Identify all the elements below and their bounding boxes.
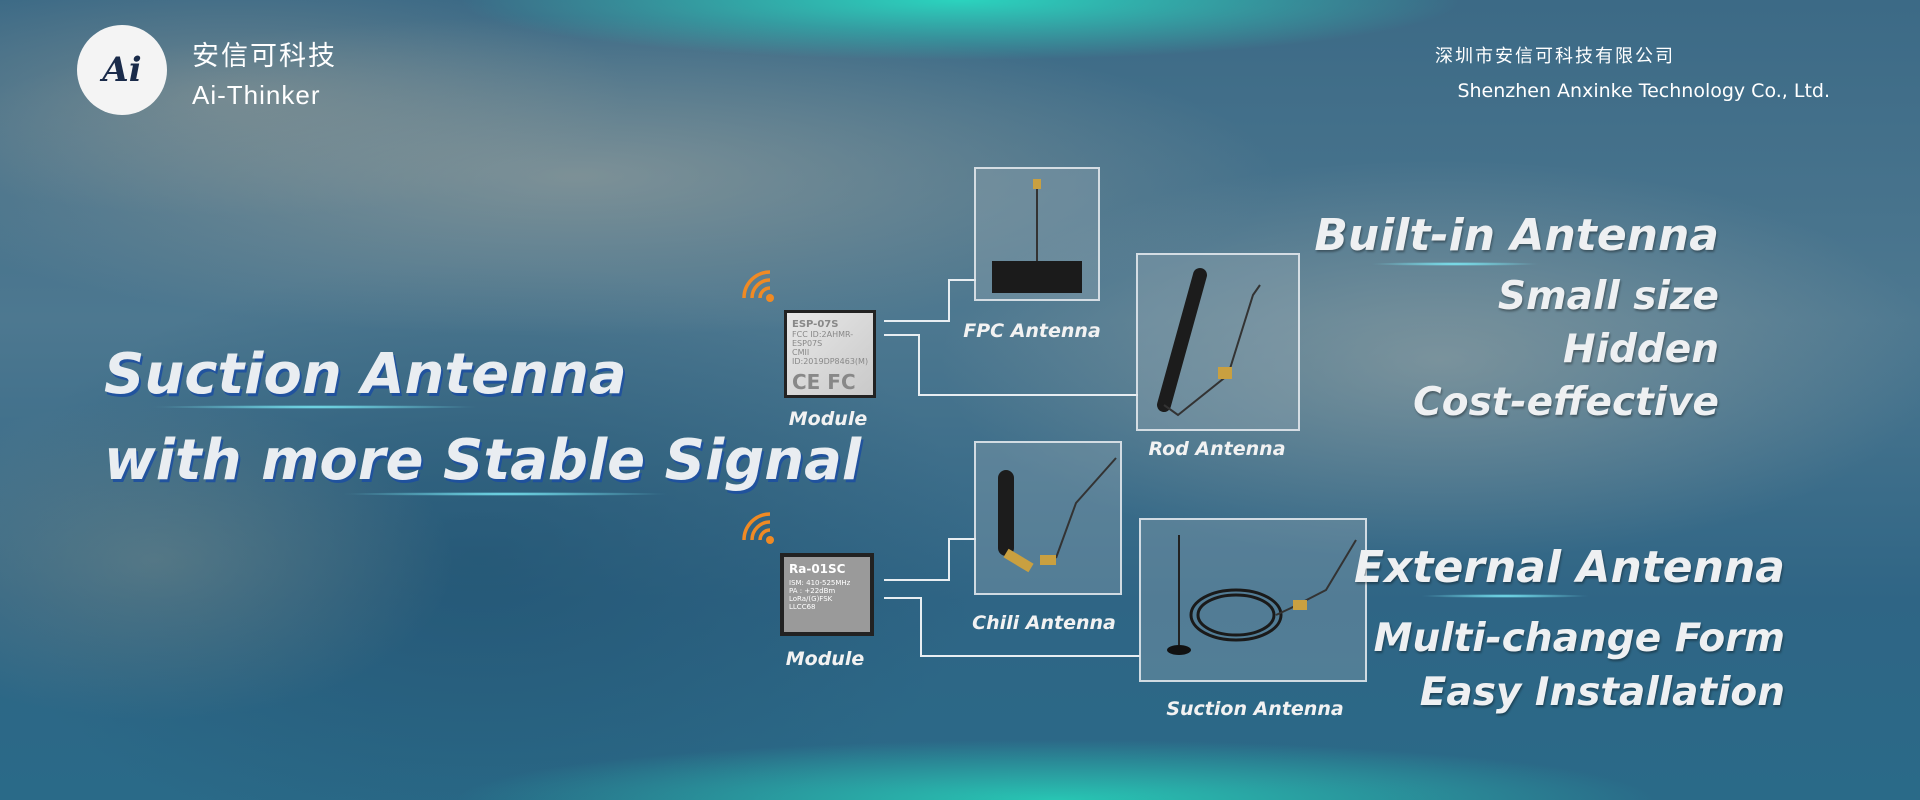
chip-name: ESP-07S (792, 319, 839, 330)
builtin-feature: Small size (1497, 274, 1719, 319)
brand-name-cn: 安信可科技 (192, 41, 337, 72)
connector-line (884, 597, 922, 599)
chili-antenna-image (974, 441, 1122, 595)
chip-text: LoRa/(G)FSK (789, 595, 833, 603)
company-name-cn: 深圳市安信可科技有限公司 (1435, 46, 1675, 67)
module-label: Module (785, 648, 865, 670)
chili-antenna-label: Chili Antenna (972, 612, 1116, 634)
connector-line (920, 655, 1140, 657)
glow-divider (340, 492, 670, 496)
builtin-feature: Cost-effective (1413, 380, 1719, 425)
chip-text: FCC ID:2AHMR-ESP07S (792, 330, 854, 348)
chip-text: PA : +22dBm (789, 587, 836, 595)
brand-name-en: Ai-Thinker (192, 80, 321, 110)
fpc-antenna-label: FPC Antenna (963, 320, 1101, 342)
suction-antenna-icon (1167, 535, 1357, 655)
chip-text: LLCC68 (789, 603, 816, 611)
builtin-feature: Hidden (1562, 327, 1719, 372)
connector-line (948, 538, 950, 581)
external-antenna-title: External Antenna (1353, 542, 1785, 593)
connector-line (884, 579, 950, 581)
connector-line (948, 538, 976, 540)
certification-marks: CE FC (792, 370, 856, 394)
glow-divider (1420, 594, 1590, 598)
esp-07s-module: ESP-07S FCC ID:2AHMR-ESP07S CMII ID:2019… (784, 310, 876, 398)
chip-text: ISM: 410-525MHz (789, 579, 851, 587)
glow-divider (1370, 262, 1540, 266)
wifi-signal-icon (742, 270, 774, 302)
connector-line (884, 320, 950, 322)
wifi-signal-icon (742, 512, 774, 544)
ra-01sc-module: Ra-01SC ISM: 410-525MHz PA : +22dBm LoRa… (780, 553, 874, 636)
builtin-antenna-title: Built-in Antenna (1314, 210, 1719, 261)
chili-antenna-icon (998, 457, 1117, 573)
chip-text: CMII ID:2019DP8463(M) (792, 348, 869, 366)
rod-antenna-image (1136, 253, 1300, 431)
connector-line (920, 597, 922, 657)
fpc-antenna-icon (992, 179, 1082, 293)
external-feature: Multi-change Form (1373, 616, 1785, 661)
connector-line (948, 279, 950, 322)
suction-antenna-label: Suction Antenna (1166, 698, 1344, 720)
external-feature: Easy Installation (1419, 670, 1785, 715)
glow-divider (150, 405, 480, 409)
chip-name: Ra-01SC (789, 562, 846, 576)
connector-line (918, 394, 1138, 396)
headline-line-2: with more Stable Signal (104, 428, 862, 493)
logo-mark: Ai (102, 50, 142, 90)
connector-line (918, 334, 920, 396)
rod-antenna-label: Rod Antenna (1148, 438, 1286, 460)
rod-antenna-icon (1157, 268, 1261, 417)
fpc-antenna-image (974, 167, 1100, 301)
headline-line-1: Suction Antenna (104, 342, 627, 407)
company-name-en: Shenzhen Anxinke Technology Co., Ltd. (1457, 80, 1830, 102)
connector-line (884, 334, 920, 336)
suction-antenna-image (1139, 518, 1367, 682)
connector-line (948, 279, 976, 281)
ai-thinker-logo: Ai (77, 25, 167, 115)
module-label: Module (788, 408, 868, 430)
